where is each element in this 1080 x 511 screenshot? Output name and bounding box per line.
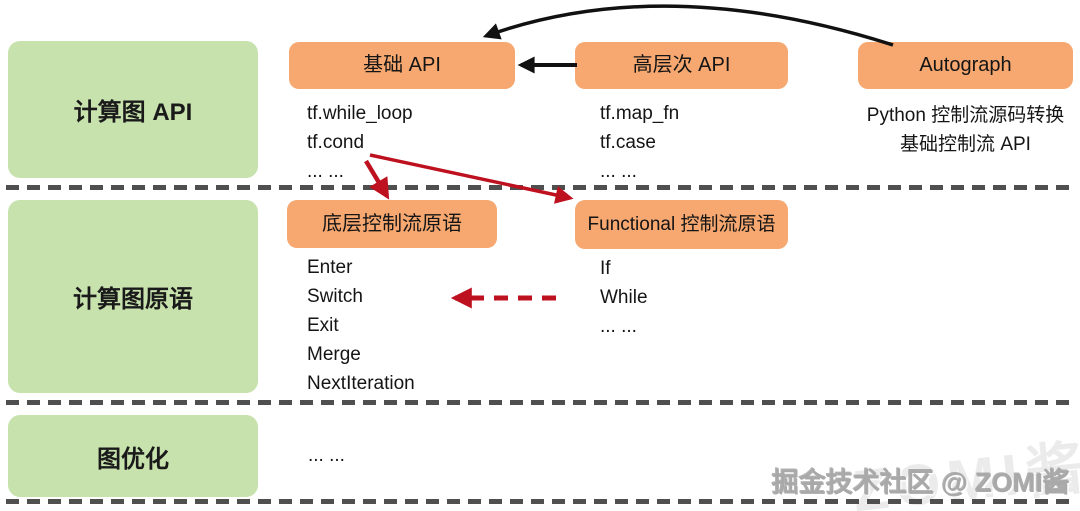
group-autograph: Autograph Python 控制流源码转换 基础控制流 API <box>858 42 1073 159</box>
autograph-items: Python 控制流源码转换 基础控制流 API <box>858 101 1073 159</box>
group-low-level-primitives: 底层控制流原语 Enter Switch Exit Merge NextIter… <box>287 200 497 398</box>
list-item: tf.while_loop <box>307 103 413 124</box>
list-item: Exit <box>307 315 339 336</box>
base-api-items: tf.while_loop tf.cond ... ... <box>289 99 515 186</box>
list-item: If <box>600 258 611 279</box>
dashed-separator-1 <box>6 185 1076 190</box>
box-functional-primitives: Functional 控制流原语 <box>575 200 788 249</box>
list-item: Python 控制流源码转换 <box>866 105 1065 126</box>
list-item: While <box>600 287 648 308</box>
dashed-separator-3 <box>6 499 1076 504</box>
box-autograph: Autograph <box>858 42 1073 89</box>
graph-optimization-dots: ... ... <box>308 445 345 466</box>
group-high-level-api: 高层次 API tf.map_fn tf.case ... ... <box>575 42 788 186</box>
list-item: tf.cond <box>307 132 365 153</box>
list-item: ... ... <box>307 161 344 182</box>
list-item: NextIteration <box>307 373 415 394</box>
box-low-level-primitives: 底层控制流原语 <box>287 200 497 248</box>
list-item: Enter <box>307 257 353 278</box>
watermark-text: 掘金技术社区 @ ZOMI酱 <box>772 468 1070 498</box>
arrow-autograph-to-base-api <box>482 4 894 47</box>
box-base-api: 基础 API <box>289 42 515 89</box>
dashed-separator-2 <box>6 400 1076 405</box>
section-label-graph-api: 计算图 API <box>8 41 258 178</box>
list-item: ... ... <box>600 316 637 337</box>
group-base-api: 基础 API tf.while_loop tf.cond ... ... <box>289 42 515 186</box>
list-item: 基础控制流 API <box>900 134 1031 155</box>
list-item: tf.case <box>600 132 656 153</box>
group-functional-primitives: Functional 控制流原语 If While ... ... <box>575 200 788 341</box>
high-level-api-items: tf.map_fn tf.case ... ... <box>575 99 788 186</box>
low-level-primitive-items: Enter Switch Exit Merge NextIteration <box>287 253 497 398</box>
list-item: Switch <box>307 286 363 307</box>
box-high-level-api: 高层次 API <box>575 42 788 89</box>
section-label-graph-optimization: 图优化 <box>8 415 258 497</box>
list-item: ... ... <box>600 161 637 182</box>
list-item: Merge <box>307 344 361 365</box>
section-label-graph-primitives: 计算图原语 <box>8 200 258 393</box>
list-item: tf.map_fn <box>600 103 680 124</box>
functional-primitive-items: If While ... ... <box>575 254 788 341</box>
